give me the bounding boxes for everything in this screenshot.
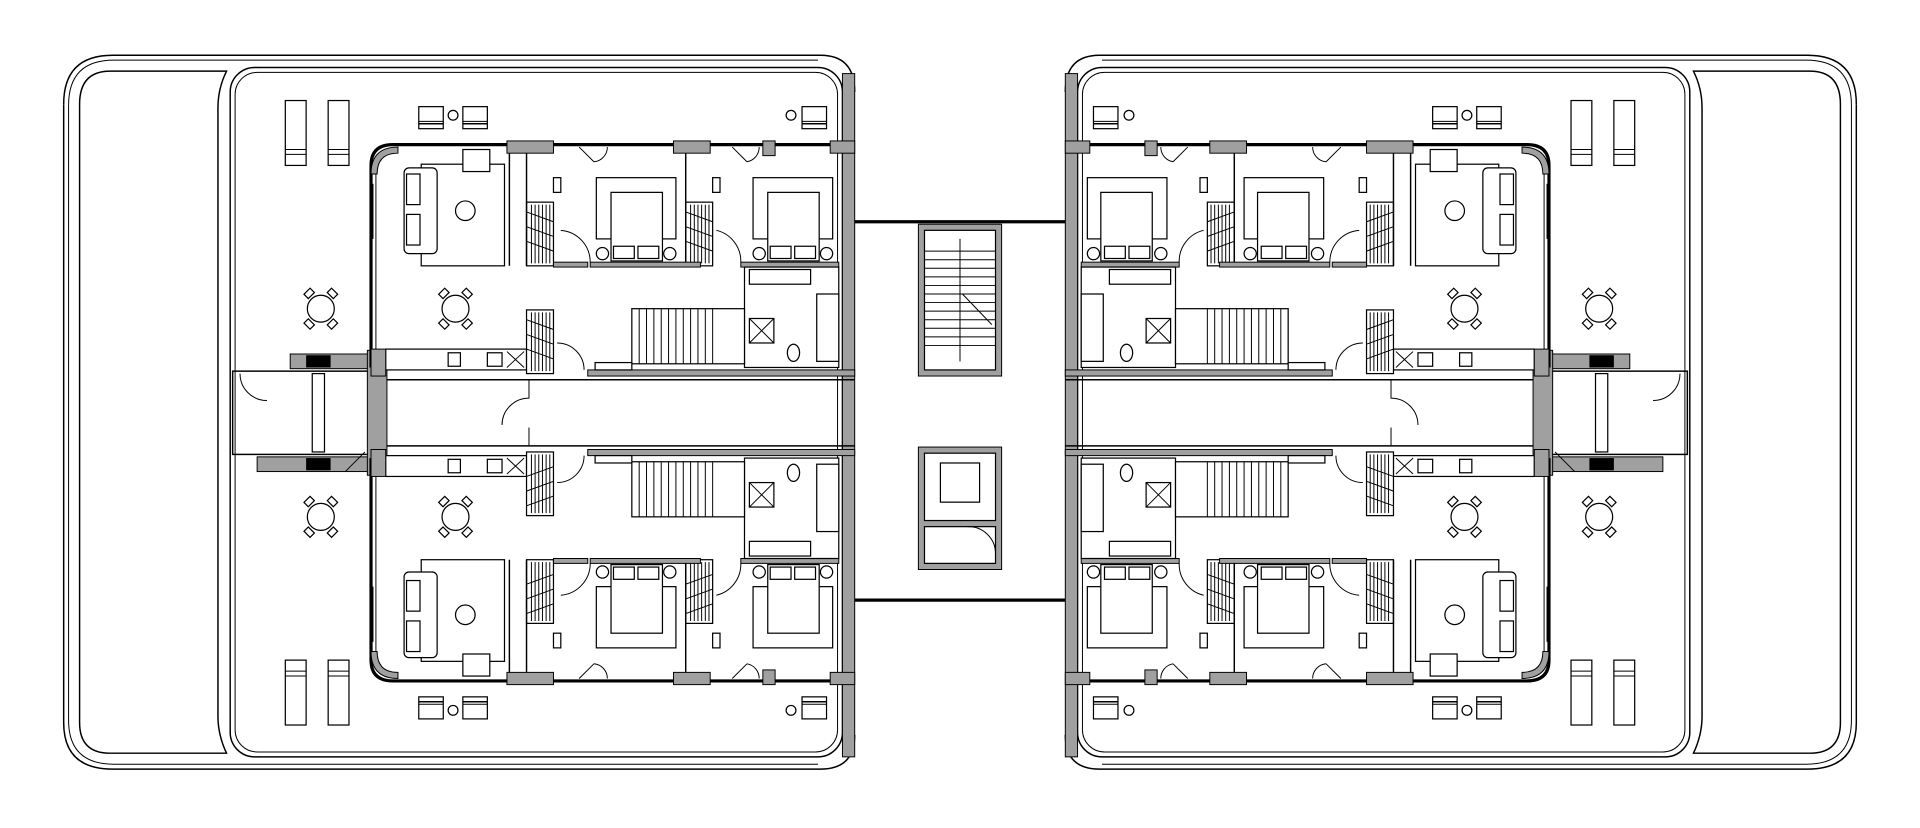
stairwell xyxy=(917,223,1003,377)
elevator-core xyxy=(917,446,1003,570)
central-core xyxy=(854,220,1066,602)
